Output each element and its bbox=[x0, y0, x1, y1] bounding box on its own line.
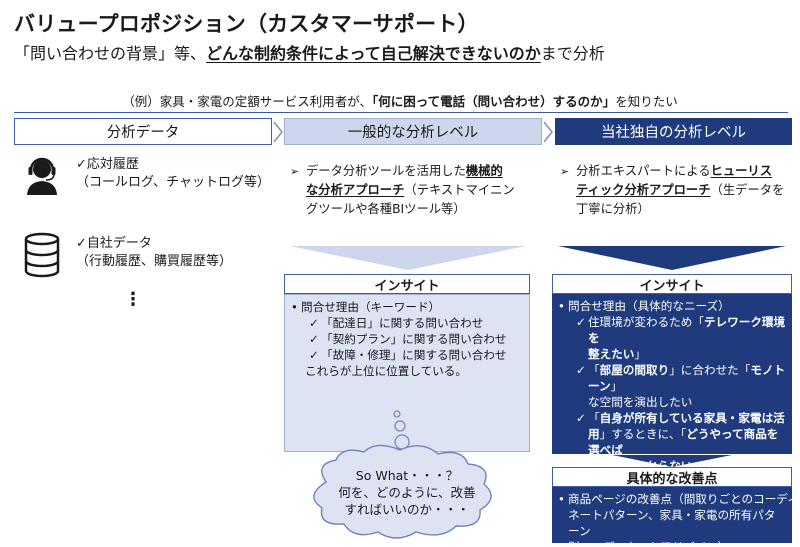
improvement-text: ネートパターン、家具・家電の所有パターン bbox=[568, 508, 776, 538]
list-item: ✓ 「自身が所有している家具・家電は活用」するときに、「どうやって商品を選べばよ… bbox=[576, 411, 785, 473]
list-item: ✓「契約プラン」に関する問い合わせ bbox=[309, 332, 507, 346]
insight-item: 「配達日」に関する問い合わせ bbox=[321, 316, 484, 330]
data-source-call-history: ✓応対履歴 （コールログ、チャットログ等） bbox=[76, 156, 270, 192]
arrow-bullet-icon: ➢ bbox=[560, 165, 570, 178]
subtitle-emphasis: どんな制約条件によって自己解決できないのか bbox=[206, 44, 541, 63]
cloud-line: 何を、どのように、改善 bbox=[338, 485, 476, 500]
insight-lead: 問合せ理由（キーワード） bbox=[301, 300, 441, 314]
data-source-detail: （コールログ、チャットログ等） bbox=[76, 175, 270, 190]
page-subtitle: 「問い合わせの背景」等、どんな制約条件によって自己解決できないのかまで分析 bbox=[14, 40, 605, 64]
insight-text: 」に合わせた「 bbox=[669, 363, 751, 377]
more-ellipsis: ⋮ bbox=[124, 289, 142, 310]
chevron-right-icon bbox=[543, 121, 553, 143]
down-arrow-icon bbox=[558, 246, 786, 270]
database-icon bbox=[24, 232, 60, 278]
approach-text: 分析エキスパートによる bbox=[576, 164, 711, 178]
list-item: •問合せ理由（具体的なニーズ） bbox=[558, 299, 730, 313]
data-source-own-data: ✓自社データ （行動履歴、購買履歴等） bbox=[76, 235, 232, 271]
list-item: •問合せ理由（キーワード） bbox=[291, 300, 441, 314]
insight-emphasis: 自身が所有している家具・家電は活 bbox=[599, 411, 785, 425]
chevron-right-icon bbox=[273, 121, 283, 143]
insight-text: 」 bbox=[692, 459, 704, 473]
insight-text: 住環境が変わるため「 bbox=[588, 315, 704, 329]
insight-emphasis: 用 bbox=[588, 427, 600, 441]
thought-cloud-icon bbox=[313, 410, 492, 539]
subtitle-prefix: 「問い合わせの背景」等、 bbox=[14, 44, 207, 63]
approach-emphasis: ヒューリス bbox=[710, 164, 773, 178]
own-approach-text: ➢ 分析エキスパートによるヒューリス ティック分析アプローチ（生データを 丁寧に… bbox=[560, 162, 794, 219]
insight-lead: 問合せ理由（具体的なニーズ） bbox=[568, 299, 730, 313]
insight-general-body: •問合せ理由（キーワード） ✓「配達日」に関する問い合わせ ✓「契約プラン」に関… bbox=[284, 294, 530, 452]
improvement-header: 具体的な改善点 bbox=[552, 467, 792, 487]
approach-text: 丁寧に分析） bbox=[576, 202, 650, 216]
approach-emphasis: な分析アプローチ bbox=[306, 183, 405, 197]
approach-text: グツールや各種BIツール等） bbox=[306, 202, 466, 216]
insight-emphasis: 整えたい bbox=[588, 347, 635, 361]
insight-text: 」 bbox=[634, 347, 646, 361]
cloud-line: すればいいのか・・・ bbox=[344, 502, 470, 517]
insight-text: 」するときに、「 bbox=[599, 427, 687, 441]
headset-operator-icon bbox=[27, 157, 57, 195]
improvement-body: •商品ページの改善点（間取りごとのコーディ ネートパターン、家具・家電の所有パタ… bbox=[552, 487, 799, 547]
insight-emphasis: モノトーン bbox=[588, 363, 786, 393]
column-header-own: 当社独自の分析レベル bbox=[555, 118, 792, 145]
approach-text: データ分析ツールを活用した bbox=[306, 164, 466, 178]
insight-text: な空間を演出したい bbox=[588, 395, 693, 409]
down-arrow-icon bbox=[290, 246, 526, 270]
example-emphasis: 「何に困って電話（問い合わせ）するのか」 bbox=[372, 94, 616, 109]
approach-emphasis: 機械的 bbox=[465, 164, 503, 178]
column-header-general: 一般的な分析レベル bbox=[284, 118, 542, 145]
arrow-bullet-icon: ➢ bbox=[290, 165, 300, 178]
insight-emphasis: テレワーク環境を bbox=[588, 315, 786, 345]
approach-emphasis: ティック分析アプローチ bbox=[576, 183, 711, 197]
insight-general-header: インサイト bbox=[284, 274, 530, 294]
list-item: ✓「故障・修理」に関する問い合わせ bbox=[309, 348, 507, 362]
insight-own-header: インサイト bbox=[552, 274, 792, 294]
general-approach-text: ➢ データ分析ツールを活用した機械的 な分析アプローチ（テキストマイニン グツー… bbox=[290, 162, 540, 219]
insight-text: 「 bbox=[588, 411, 600, 425]
insight-item: 「契約プラン」に関する問い合わせ bbox=[321, 332, 507, 346]
list-item: ✓ 「部屋の間取り」に合わせた「モノトーン」な空間を演出したい bbox=[576, 363, 786, 409]
approach-text: （生データを bbox=[710, 183, 785, 197]
insight-item: 「故障・修理」に関する問い合わせ bbox=[321, 348, 507, 362]
improvement-text: 別コーディネートアドバイス） bbox=[568, 540, 730, 547]
subtitle-suffix: まで分析 bbox=[540, 44, 605, 63]
column-header-data: 分析データ bbox=[14, 118, 272, 145]
insight-emphasis: どうやって商品を選べば bbox=[588, 427, 779, 457]
page-title: バリュープロポジション（カスタマーサポート） bbox=[14, 12, 479, 36]
example-statement: （例）家具・家電の定額サービス利用者が、「何に困って電話（問い合わせ）するのか」… bbox=[0, 91, 800, 110]
data-source-title: ✓応対履歴 bbox=[76, 157, 139, 172]
data-source-detail: （行動履歴、購買履歴等） bbox=[76, 254, 233, 269]
down-arrow-icon bbox=[612, 455, 732, 467]
list-item: ✓ 住環境が変わるため「テレワーク環境を整えたい」 bbox=[576, 315, 786, 361]
data-source-title: ✓自社データ bbox=[76, 236, 152, 251]
insight-text: 「 bbox=[588, 363, 600, 377]
approach-text: （テキストマイニン bbox=[404, 183, 515, 197]
insight-own-body: •問合せ理由（具体的なニーズ） ✓ 住環境が変わるため「テレワーク環境を整えたい… bbox=[552, 294, 792, 473]
divider-line bbox=[14, 112, 788, 113]
example-prefix: （例）家具・家電の定額サービス利用者が、 bbox=[122, 94, 373, 109]
insight-emphasis: 部屋の間取り bbox=[599, 363, 670, 377]
example-suffix: を知りたい bbox=[615, 94, 678, 109]
insight-text: 」 bbox=[610, 379, 623, 393]
list-item: •商品ページの改善点（間取りごとのコーディ bbox=[558, 492, 799, 506]
list-item: ✓「配達日」に関する問い合わせ bbox=[309, 316, 484, 330]
improvement-text: 商品ページの改善点（間取りごとのコーディ bbox=[568, 492, 799, 506]
cloud-text: So What・・・？ 何を、どのように、改善 すればいいのか・・・ bbox=[316, 467, 498, 518]
cloud-line: So What・・・？ bbox=[355, 468, 459, 483]
insight-closing: これらが上位に位置している。 bbox=[305, 364, 467, 378]
